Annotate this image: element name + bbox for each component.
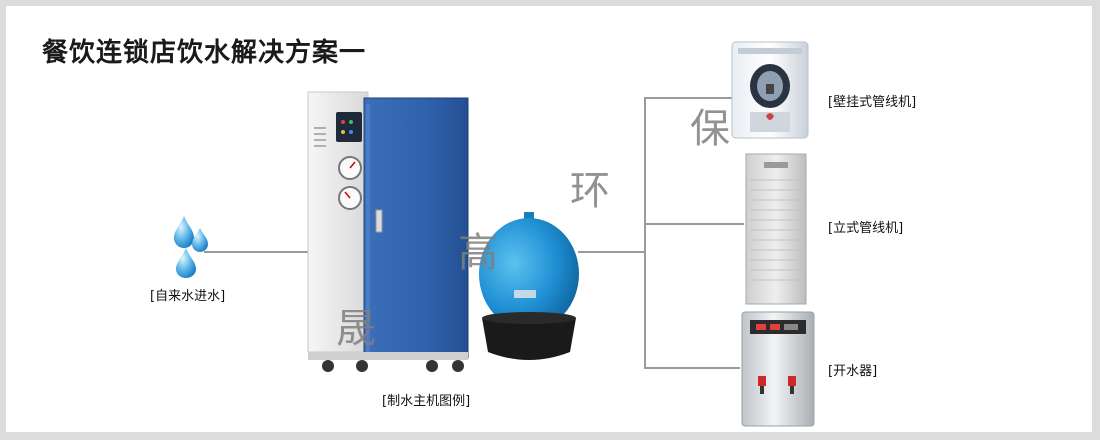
page-title: 餐饮连锁店饮水解决方案一 <box>42 38 367 68</box>
slide: 餐饮连锁店饮水解决方案一 [自来水进水] <box>6 6 1092 432</box>
standing-dispenser-image <box>745 153 807 305</box>
pressure-tank-image <box>479 212 579 360</box>
watermark-char-3: 环 <box>570 168 610 214</box>
wall-dispenser-image <box>731 41 809 139</box>
main-unit-label: [制水主机图例] <box>382 394 471 409</box>
watermark-char-4: 保 <box>690 106 730 152</box>
inlet-pipe <box>204 251 308 253</box>
branch-pipe-wall <box>644 97 734 99</box>
watermark-char-2: 高 <box>458 230 498 276</box>
water-drops-icon <box>174 216 208 278</box>
branch-pipe-standing <box>644 223 744 225</box>
wall-dispenser-label: [壁挂式管线机] <box>828 95 917 110</box>
branch-pipe-boiler <box>644 367 740 369</box>
watermark-char-1: 晟 <box>336 306 376 352</box>
water-inlet-label: [自来水进水] <box>150 289 226 304</box>
ro-main-unit-image <box>307 91 469 372</box>
tank-outlet-pipe <box>578 251 646 253</box>
water-boiler-image <box>741 311 815 427</box>
standing-dispenser-label: [立式管线机] <box>828 221 904 236</box>
water-boiler-label: [开水器] <box>828 364 878 379</box>
distribution-riser-pipe <box>644 97 646 369</box>
